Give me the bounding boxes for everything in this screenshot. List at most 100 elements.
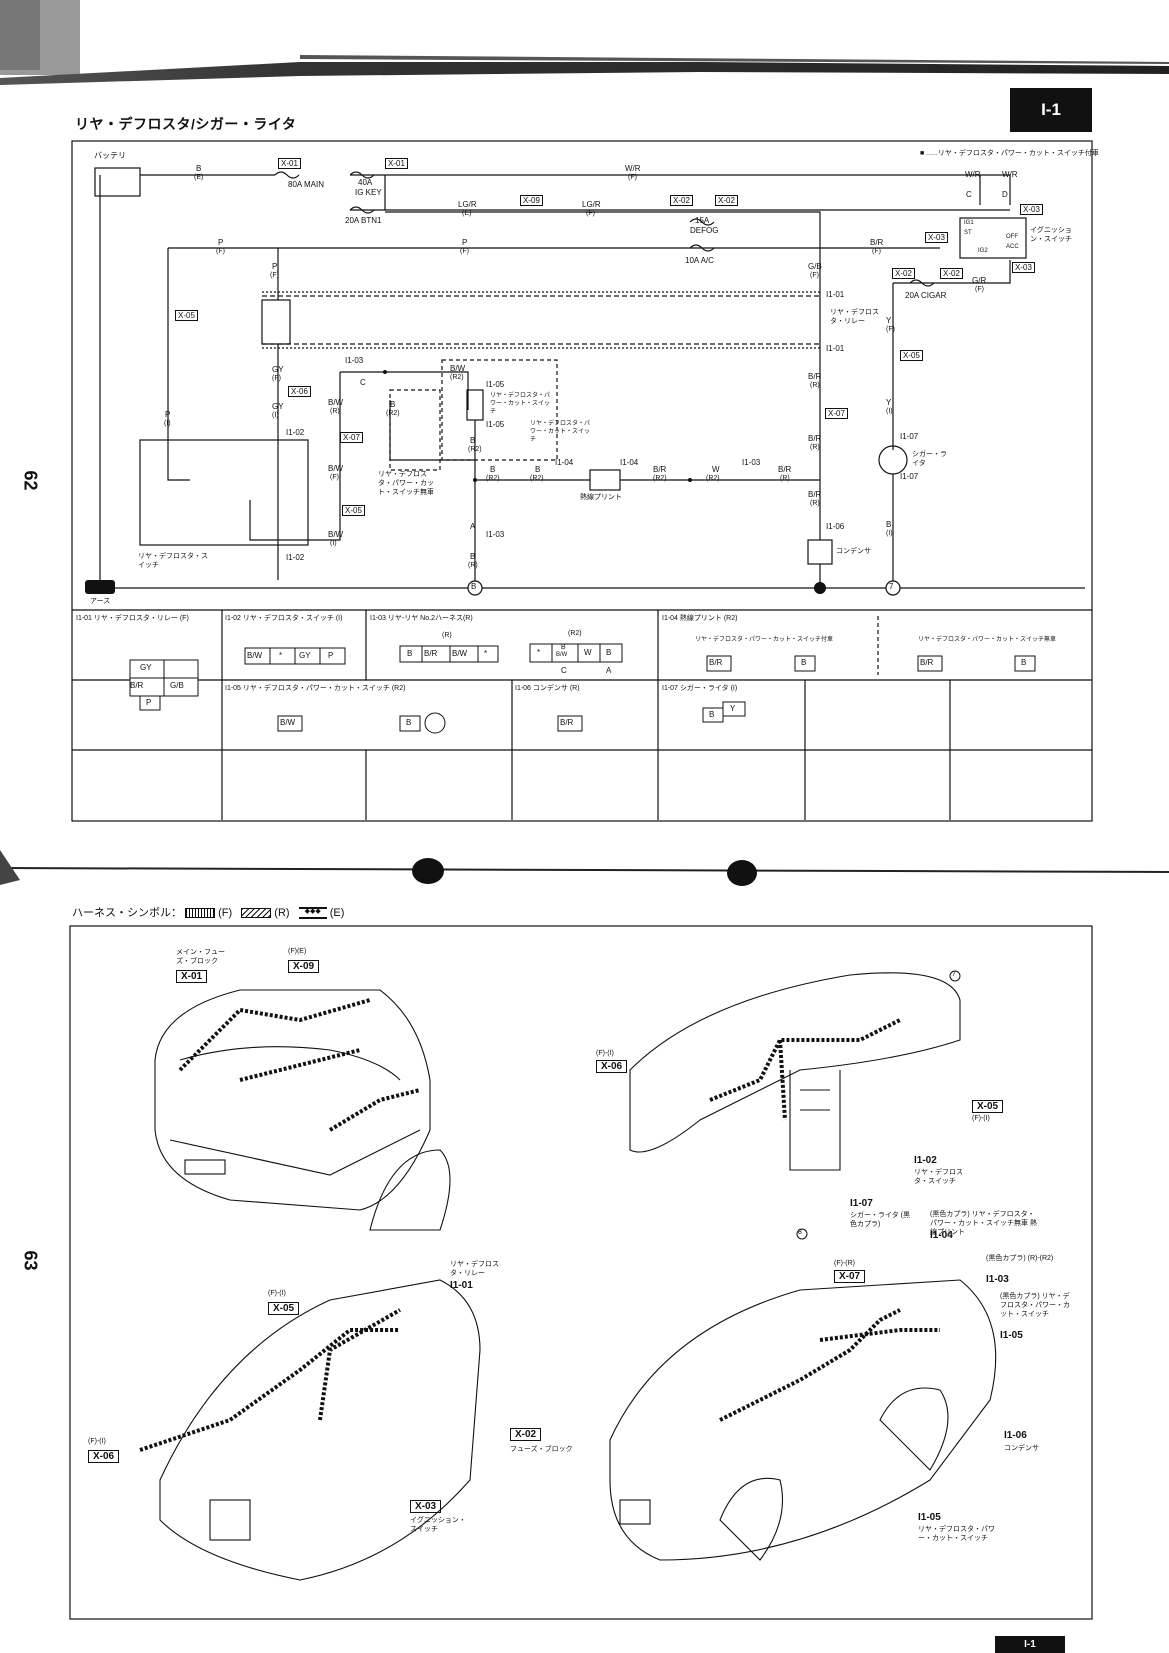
table-i104-label: I1-04 熱線プリント (R2) [662, 615, 738, 622]
wire-p-relay: P [272, 262, 278, 271]
connector-i102-b: I1-02 [286, 553, 305, 562]
pin-i105-bw: B/W [280, 718, 296, 727]
connector-x09: X-09 [520, 195, 543, 206]
connector-x02-c: X-02 [892, 268, 915, 279]
callout-fi-x05b: (F)-(I) [268, 1290, 286, 1297]
callout-i105: I1-05 [1000, 1330, 1023, 1341]
wire-br-r-b-sub: (R) [810, 444, 820, 451]
wire-gr-sub: (F) [975, 286, 984, 293]
callout-x01: X-01 [176, 970, 208, 983]
pin-i104-b-b: B [1021, 658, 1027, 667]
wire-br-r2: B/R [653, 465, 667, 474]
pin-i103-2-b: B [561, 644, 566, 651]
connector-x03-b: X-03 [1020, 204, 1043, 215]
wire-b-r2-c-sub: (R2) [530, 475, 544, 482]
pin-i103-c: C [561, 666, 567, 675]
pin-i105-b: B [406, 718, 412, 727]
table-i105-label: I1-05 リヤ・デフロスタ・パワー・カット・スイッチ (R2) [225, 685, 406, 692]
wire-br-r-a-sub: (R) [780, 475, 790, 482]
wire-w: W [712, 465, 720, 474]
wire-gy-f-sub: (F) [272, 375, 281, 382]
pin-i104-br-a: B/R [709, 658, 723, 667]
wire-b-r-bottom: B [470, 552, 476, 561]
legend-r: (R) [274, 907, 290, 919]
connector-x07-b: X-07 [825, 408, 848, 419]
callout-x07: X-07 [834, 1270, 866, 1283]
wire-gy-i-sub: (I) [272, 412, 279, 419]
connector-x05-a: X-05 [175, 310, 198, 321]
callout-x05b: X-05 [268, 1302, 300, 1315]
pin-i103-bw: B/W [452, 649, 468, 658]
wire-y-i-sub: (I) [886, 408, 893, 415]
legend-e-swatch: ◆◆◆ [298, 907, 327, 920]
callout-x02-desc: フューズ・ブロック [510, 1446, 573, 1453]
wire-gb-sub: (F) [810, 272, 819, 279]
callout-i104-desc: (黒色カプラ) リヤ・デフロスタ・パワー・カット・スイッチ無車 熱線プリント [930, 1211, 1037, 1236]
no-switch-label: リヤ・デフロスタ・パワー・カット・スイッチ無車 [378, 471, 434, 496]
scan-shadow [0, 0, 1169, 85]
pin-i101-gb: G/B [170, 681, 184, 690]
callout-i102: I1-02 [914, 1155, 937, 1166]
fuse-defog-b: DEFOG [690, 226, 719, 235]
wire-y-f-sub: (F) [886, 326, 895, 333]
table-i101-label: I1-01 リヤ・デフロスタ・リレー (F) [76, 615, 189, 622]
callout-fi-x05a: (F)-(I) [972, 1115, 990, 1122]
wire-b-e-sub: (E) [194, 174, 204, 181]
pin-i102-gy: GY [299, 651, 311, 660]
wire-gr: G/R [972, 276, 987, 285]
callout-fi-x06a: (F)-(I) [596, 1050, 614, 1057]
power-cut-switch-label: リヤ・デフロスタ・パワー・カット・スイッチ [490, 393, 551, 415]
pin-i102-star: * [279, 651, 283, 660]
connector-x02-b: X-02 [715, 195, 738, 206]
wire-b-r-bottom-sub: (R) [468, 562, 478, 569]
wire-p-switch: P [165, 410, 171, 419]
wire-bw-r2-sub: (R2) [450, 374, 464, 381]
callout-x03-desc: イグニッション・スイッチ [410, 1517, 466, 1533]
bottom-code-text: I-1 [1024, 1639, 1036, 1650]
callout-i106: I1-06 [1004, 1430, 1027, 1441]
callout-i107-desc: シガー・ライタ (黒色カプラ) [850, 1212, 910, 1228]
callout-i105b: I1-05 [918, 1512, 941, 1523]
node-b: B [471, 582, 477, 591]
wire-bw-r: B/W [328, 398, 344, 407]
pin-i103-br: B/R [424, 649, 438, 658]
wire-p-mid-sub: (F) [460, 248, 469, 255]
harness-legend: ハーネス・シンボル： (F) (R) ◆◆◆ (E) [72, 904, 344, 920]
connector-i103-c: I1-03 [486, 530, 505, 539]
callout-i103: I1-03 [986, 1274, 1009, 1285]
pin-i102-bw: B/W [247, 651, 263, 660]
connector-x03-a: X-03 [925, 232, 948, 243]
connector-i107-a: I1-07 [900, 432, 919, 441]
callout-x09: X-09 [288, 960, 320, 973]
wiring-schematic [71, 140, 1093, 822]
callout-i107: I1-07 [850, 1198, 873, 1209]
connector-x01-a: X-01 [278, 158, 301, 169]
table-i106-label: I1-06 コンデンサ (R) [515, 685, 580, 692]
ig-switch-st: ST [964, 230, 972, 236]
pin-i107-y: Y [730, 704, 736, 713]
wire-b-r2-a-sub: (R2) [468, 446, 482, 453]
connector-i104-b: I1-04 [620, 458, 639, 467]
table-i103-label: I1-03 リヤ-リヤ No.2ハーネス(R) [370, 615, 473, 622]
power-cut-switch-label-2: リヤ・デフロスタ・パワー・カット・スイッチ [530, 421, 591, 443]
pin-i103-a: A [606, 666, 612, 675]
pin-i103-2-b2: B [606, 648, 612, 657]
wire-gy-i: GY [272, 402, 284, 411]
wire-a: A [470, 522, 476, 531]
wire-b-r2-b: B [490, 465, 496, 474]
legend-f: (F) [218, 907, 233, 919]
callout-x06b: X-06 [88, 1450, 120, 1463]
defrost-switch-label: リヤ・デフロスタ・スイッチ [138, 553, 208, 569]
pin-i106-br: B/R [560, 718, 574, 727]
pin-i103-2-star: * [537, 648, 541, 657]
wire-lgr-f: LG/R [582, 200, 601, 209]
wire-c: C [966, 190, 972, 199]
connector-i101-b: I1-01 [826, 344, 845, 353]
fuse-btn: 20A BTN1 [345, 216, 382, 225]
wire-wr-ig2: W/R [1002, 170, 1018, 179]
wire-lgr-e: LG/R [458, 200, 477, 209]
table-i103-tag-r: (R) [442, 632, 452, 639]
wire-b-e: B [196, 164, 202, 173]
wire-d: D [1002, 190, 1008, 199]
connector-x02-a: X-02 [670, 195, 693, 206]
